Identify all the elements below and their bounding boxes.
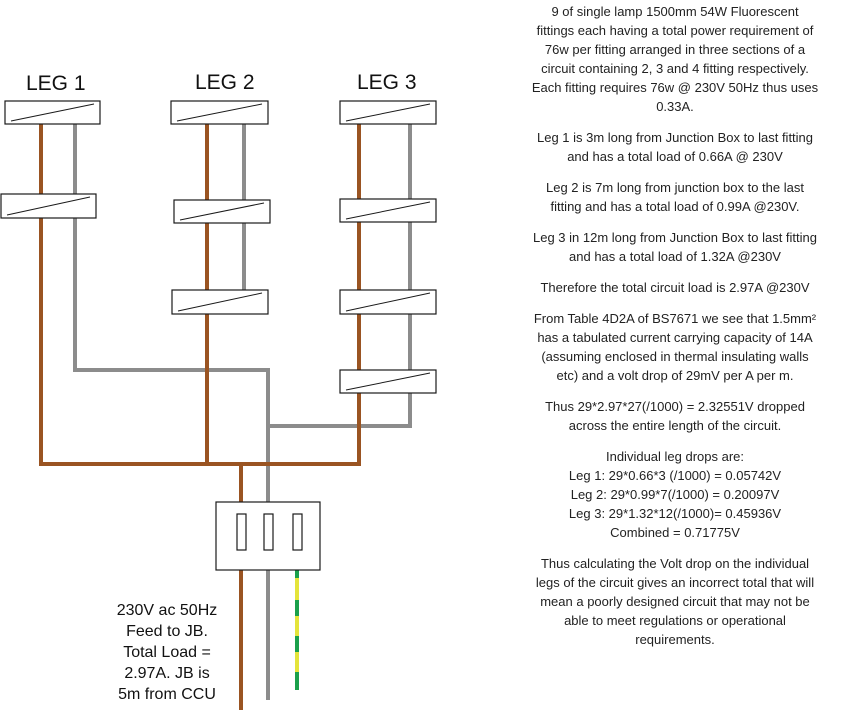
- notes-line: Leg 3 in 12m long from Junction Box to l…: [533, 230, 817, 245]
- notes-line: Thus calculating the Volt drop on the in…: [540, 556, 810, 571]
- notes-line: has a tabulated current carrying capacit…: [537, 330, 813, 345]
- feed-note-line: 230V ac 50Hz: [116, 602, 218, 619]
- notes-line: 9 of single lamp 1500mm 54W Fluorescent: [551, 4, 799, 19]
- leg-3-neutral-wire: [270, 124, 412, 428]
- notes-line: Individual leg drops are:: [605, 449, 745, 464]
- notes-line: legs of the circuit gives an incorrect t…: [535, 575, 815, 590]
- notes-leg-2: Leg 2 is 7m long from junction box to th…: [508, 178, 842, 216]
- junction-box-terminal-earth: [292, 513, 303, 551]
- notes-line: Leg 2: 29*0.99*7(/1000) = 0.20097V: [570, 487, 780, 502]
- feed-note-line: 2.97A. JB is: [124, 665, 210, 682]
- fitting-leg3-1: [339, 100, 437, 125]
- feed-note-line: 5m from CCU: [118, 686, 216, 703]
- notes-line: Leg 1 is 3m long from Junction Box to la…: [536, 130, 814, 145]
- feed-note-line: Total Load =: [123, 644, 211, 661]
- notes-thus: Thus 29*2.97*27(/1000) = 2.32551V droppe…: [508, 397, 842, 435]
- calculation-notes: 9 of single lamp 1500mm 54W Fluorescent …: [508, 2, 842, 661]
- notes-line: across the entire length of the circuit.: [568, 418, 782, 433]
- leg-2-label: LEG 2: [195, 71, 255, 94]
- notes-line: 0.33A.: [656, 99, 694, 114]
- notes-line: Each fitting requires 76w @ 230V 50Hz th…: [531, 80, 819, 95]
- fitting-leg1-2: [0, 193, 97, 219]
- notes-intro: 9 of single lamp 1500mm 54W Fluorescent …: [508, 2, 842, 116]
- junction-box-terminal-neutral: [263, 513, 274, 551]
- notes-line: able to meet regulations or operational: [564, 613, 786, 628]
- fitting-leg3-4: [339, 369, 437, 394]
- notes-line: Therefore the total circuit load is 2.97…: [540, 280, 810, 295]
- notes-leg-3: Leg 3 in 12m long from Junction Box to l…: [508, 228, 842, 266]
- notes-line: 76w per fitting arranged in three sectio…: [544, 42, 806, 57]
- notes-table: From Table 4D2A of BS7671 we see that 1.…: [508, 309, 842, 385]
- notes-line: and has a total load of 1.32A @230V: [569, 249, 781, 264]
- notes-line: fittings each having a total power requi…: [536, 23, 814, 38]
- fluorescent-fittings: [0, 100, 437, 394]
- notes-line: Leg 1: 29*0.66*3 (/1000) = 0.05742V: [568, 468, 782, 483]
- notes-line: and has a total load of 0.66A @ 230V: [567, 149, 783, 164]
- notes-line: etc) and a volt drop of 29mV per A per m…: [556, 368, 794, 383]
- feed-note: 230V ac 50Hz Feed to JB. Total Load = 2.…: [96, 600, 238, 705]
- notes-line: From Table 4D2A of BS7671 we see that 1.…: [533, 311, 817, 326]
- leg-3-label: LEG 3: [357, 71, 417, 94]
- notes-line: Leg 3: 29*1.32*12(/1000)= 0.45936V: [568, 506, 782, 521]
- notes-line: mean a poorly designed circuit that may …: [540, 594, 810, 609]
- notes-conclusion: Thus calculating the Volt drop on the in…: [508, 554, 842, 649]
- notes-line: Leg 2 is 7m long from junction box to th…: [546, 180, 804, 195]
- junction-box: [215, 501, 321, 571]
- wiring-diagram: [0, 100, 437, 710]
- junction-box-terminal-live: [236, 513, 247, 551]
- notes-line: Thus 29*2.97*27(/1000) = 2.32551V droppe…: [545, 399, 805, 414]
- leg-1-label: LEG 1: [26, 72, 86, 95]
- fitting-leg2-2: [173, 199, 271, 224]
- notes-drops: Individual leg drops are: Leg 1: 29*0.66…: [508, 447, 842, 542]
- fitting-leg2-1: [170, 100, 269, 125]
- notes-line: (assuming enclosed in thermal insulating…: [541, 349, 809, 364]
- notes-line: fitting and has a total load of 0.99A @2…: [550, 199, 800, 214]
- notes-total: Therefore the total circuit load is 2.97…: [508, 278, 842, 297]
- notes-line: circuit containing 2, 3 and 4 fitting re…: [541, 61, 809, 76]
- fitting-leg3-3: [339, 289, 437, 315]
- notes-line: Combined = 0.71775V: [610, 525, 740, 540]
- notes-line: requirements.: [635, 632, 715, 647]
- fitting-leg3-2: [339, 198, 437, 223]
- notes-leg-1: Leg 1 is 3m long from Junction Box to la…: [508, 128, 842, 166]
- feed-note-line: Feed to JB.: [126, 623, 208, 640]
- fitting-leg1-1: [4, 100, 101, 125]
- fitting-leg2-3: [171, 289, 269, 315]
